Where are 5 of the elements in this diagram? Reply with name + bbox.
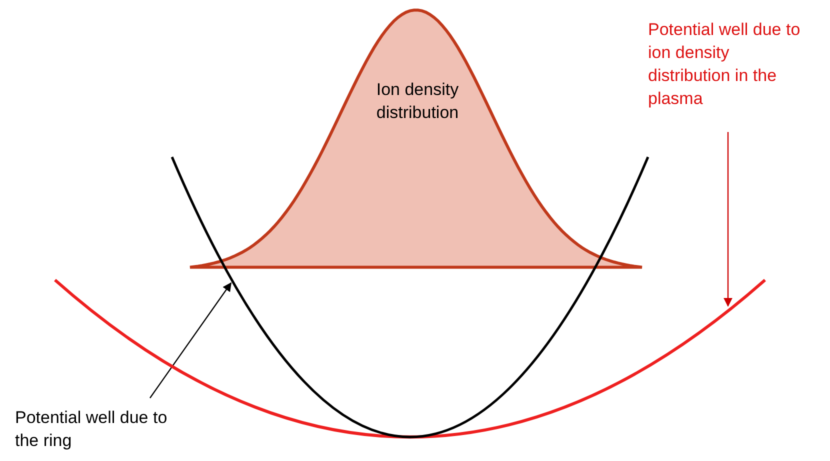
callout-text: Potential well due to ion density distribution in the plasma: [648, 19, 802, 110]
leader-arrow: [150, 282, 232, 398]
curve-label: Ion density distribution: [375, 79, 460, 124]
callout-text: Potential well due to the ring: [15, 407, 168, 452]
leader-arrow: [724, 132, 732, 307]
